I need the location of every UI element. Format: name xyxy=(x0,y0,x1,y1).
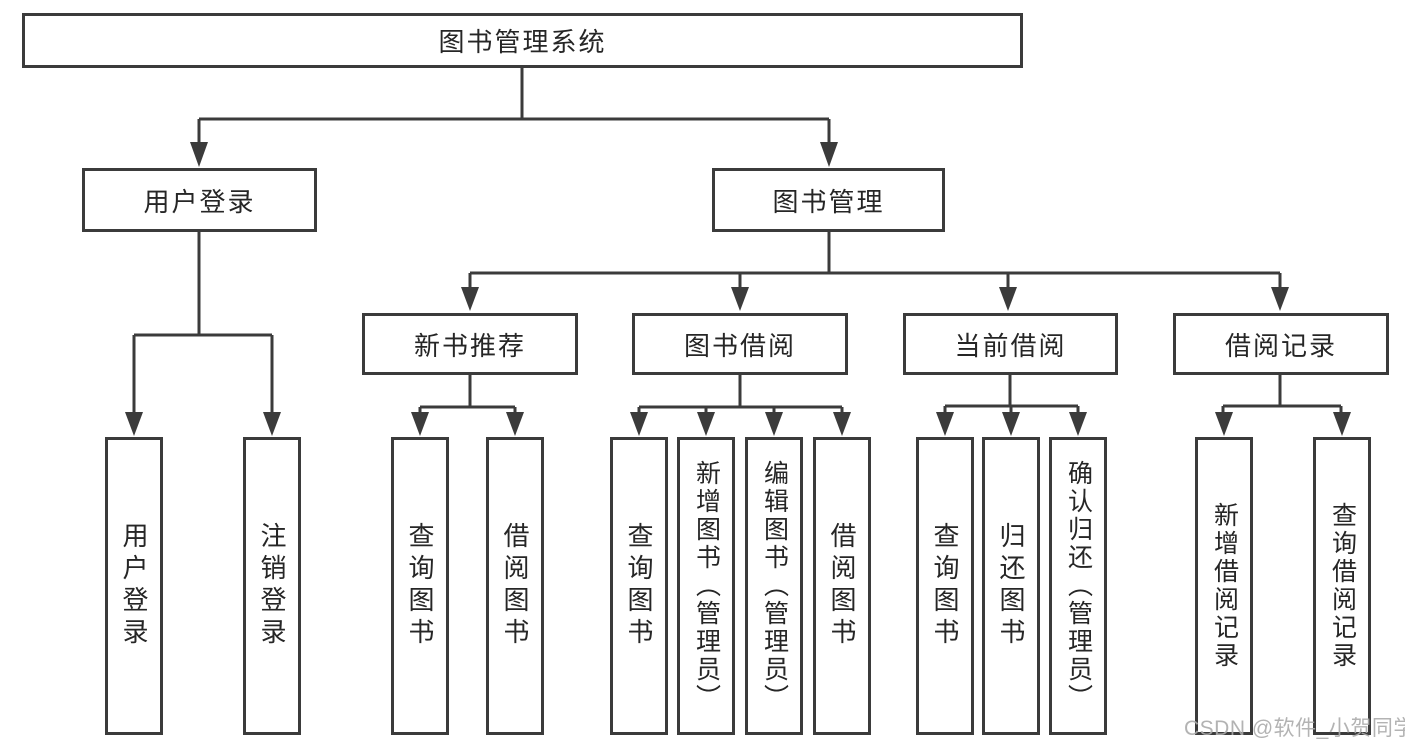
node-leaf-query-book-2: 查询图书 xyxy=(610,437,668,735)
node-leaf-add-book-admin: 新增图书（管理员） xyxy=(677,437,735,735)
arrowhead-icons xyxy=(125,142,1351,436)
csdn-watermark: CSDN @软件_小贺同学 xyxy=(1184,717,1405,740)
node-root-system: 图书管理系统 xyxy=(22,13,1023,68)
node-user-login: 用户登录 xyxy=(82,168,317,232)
node-leaf-return-book: 归还图书 xyxy=(982,437,1040,735)
node-leaf-logout: 注销登录 xyxy=(243,437,301,735)
node-borrow-records: 借阅记录 xyxy=(1173,313,1389,375)
node-leaf-borrow-book-1: 借阅图书 xyxy=(486,437,544,735)
node-leaf-query-borrow-record: 查询借阅记录 xyxy=(1313,437,1371,735)
node-leaf-query-book-3: 查询图书 xyxy=(916,437,974,735)
node-current-borrow: 当前借阅 xyxy=(903,313,1118,375)
node-book-management: 图书管理 xyxy=(712,168,945,232)
node-book-borrow: 图书借阅 xyxy=(632,313,848,375)
node-leaf-user-login: 用户登录 xyxy=(105,437,163,735)
node-leaf-query-book-1: 查询图书 xyxy=(391,437,449,735)
node-leaf-edit-book-admin: 编辑图书（管理员） xyxy=(745,437,803,735)
node-leaf-borrow-book-2: 借阅图书 xyxy=(813,437,871,735)
node-leaf-confirm-return-admin: 确认归还（管理员） xyxy=(1049,437,1107,735)
node-leaf-add-borrow-record: 新增借阅记录 xyxy=(1195,437,1253,735)
node-new-book-recommend: 新书推荐 xyxy=(362,313,578,375)
